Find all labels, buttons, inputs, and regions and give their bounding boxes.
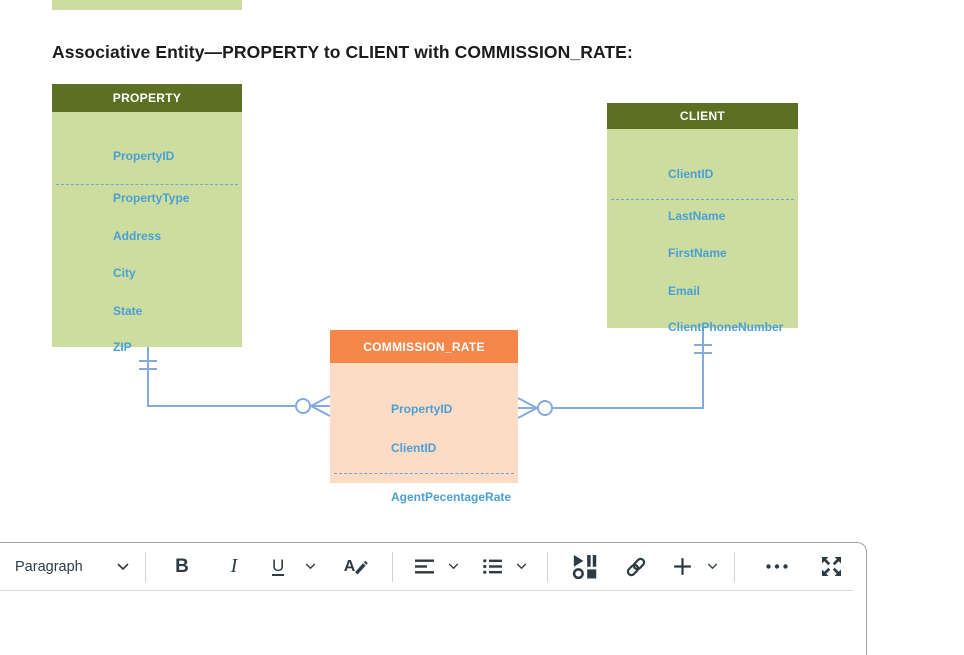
- toolbar-bottom-divider: [0, 590, 853, 591]
- alignment-dropdown-button[interactable]: [411, 549, 463, 585]
- entity-property: PROPERTY PropertyID PropertyType Address…: [52, 84, 242, 354]
- plus-icon: [674, 558, 691, 575]
- align-left-icon: [415, 559, 434, 574]
- crows-foot-notation: [517, 397, 538, 419]
- zero-notation: [295, 398, 311, 414]
- bullet-list-icon: [483, 559, 502, 574]
- entity-field: PropertyID: [113, 149, 175, 163]
- chevron-down-icon: [707, 563, 718, 570]
- entity-field: FirstName: [668, 246, 727, 260]
- text-color-button[interactable]: A: [336, 549, 376, 585]
- editor-toolbar: Paragraph B I U A: [0, 543, 866, 590]
- text-color-icon: A: [343, 557, 356, 575]
- entity-field: State: [113, 304, 143, 318]
- entity-field: PropertyID: [391, 402, 453, 416]
- entity-client: CLIENT ClientID LastName FirstName Email…: [607, 103, 798, 334]
- client-connector: [517, 328, 712, 419]
- entity-field: ClientID: [391, 441, 437, 455]
- underline-dropdown-button[interactable]: U: [268, 549, 320, 585]
- entity-field: Address: [113, 229, 162, 243]
- zero-notation: [537, 400, 553, 416]
- toolbar-divider: [145, 551, 146, 582]
- ellipsis-icon: [766, 564, 788, 569]
- key-separator: [611, 199, 794, 200]
- entity-field: PropertyType: [113, 191, 190, 205]
- editor-content-area[interactable]: [0, 591, 866, 655]
- bold-button[interactable]: B: [164, 549, 200, 585]
- entity-title: PROPERTY: [52, 84, 242, 112]
- toolbar-divider: [734, 551, 735, 582]
- entity-fragment: [52, 0, 242, 10]
- entity-field: ZIP: [113, 340, 132, 354]
- insert-dropdown-button[interactable]: [670, 549, 722, 585]
- chevron-down-icon: [448, 563, 459, 570]
- underline-icon: U: [272, 555, 285, 577]
- entity-field: LastName: [668, 209, 726, 223]
- paragraph-style-dropdown[interactable]: Paragraph: [15, 549, 129, 585]
- link-button[interactable]: [618, 549, 654, 585]
- crows-foot-notation: [310, 395, 331, 417]
- fullscreen-button[interactable]: [813, 549, 849, 585]
- fullscreen-icon: [821, 557, 841, 576]
- pencil-icon: [355, 560, 369, 574]
- key-separator: [334, 473, 514, 474]
- entity-field: City: [113, 266, 136, 280]
- paragraph-style-label: Paragraph: [15, 558, 83, 575]
- chevron-down-icon: [117, 563, 129, 571]
- property-connector: [139, 347, 331, 417]
- toolbar-divider: [392, 551, 393, 582]
- entity-commission-rate: COMMISSION_RATE PropertyID ClientID Agen…: [330, 330, 518, 504]
- entity-title: COMMISSION_RATE: [330, 330, 518, 363]
- media-button[interactable]: [566, 549, 602, 585]
- entity-field: ClientID: [668, 167, 714, 181]
- chevron-down-icon: [305, 563, 316, 570]
- more-options-button[interactable]: [757, 549, 797, 585]
- italic-button[interactable]: I: [216, 549, 252, 585]
- rich-text-editor: Paragraph B I U A: [0, 542, 867, 655]
- bold-icon: B: [175, 555, 189, 577]
- entity-field: AgentPecentageRate: [391, 490, 512, 504]
- key-separator: [56, 184, 238, 185]
- link-icon: [626, 557, 646, 576]
- list-dropdown-button[interactable]: [479, 549, 531, 585]
- diagram-heading: Associative Entity—PROPERTY to CLIENT wi…: [52, 42, 633, 62]
- italic-icon: I: [230, 555, 238, 577]
- entity-field: Email: [668, 284, 701, 298]
- toolbar-divider: [547, 551, 548, 582]
- entity-field: ClientPhoneNumber: [668, 320, 784, 334]
- chevron-down-icon: [516, 563, 527, 570]
- entity-title: CLIENT: [607, 103, 798, 129]
- media-icon: [572, 554, 596, 579]
